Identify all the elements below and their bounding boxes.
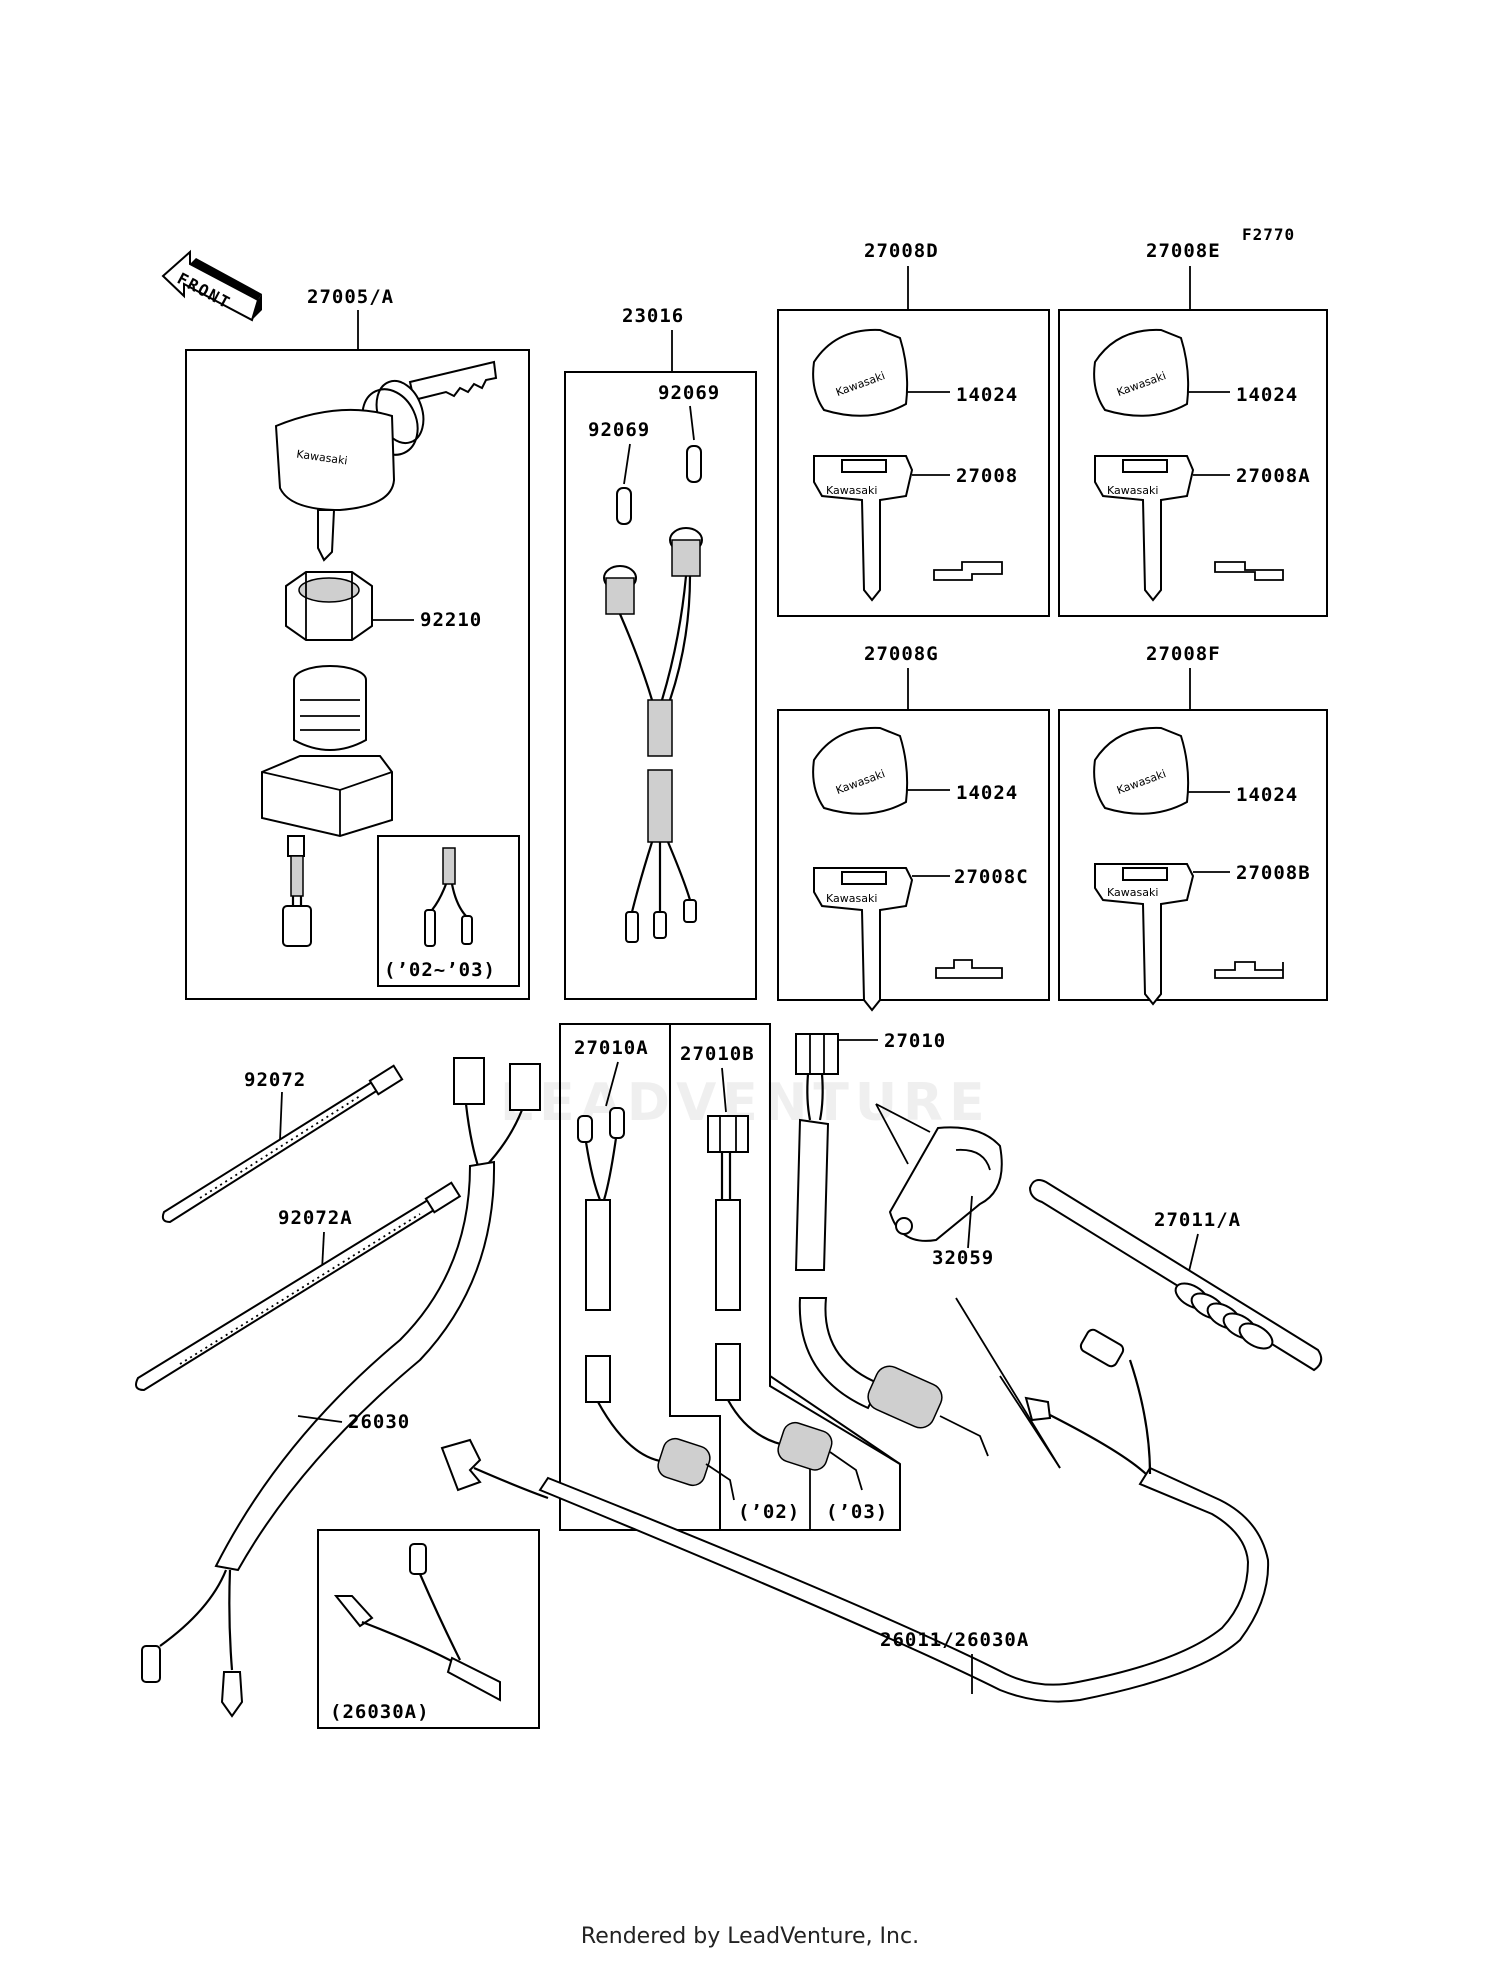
key-icon: Kawasaki (813, 867, 1003, 1012)
lead-wire-icon (603, 527, 703, 943)
label-harness-alt: (26030A) (330, 1701, 430, 1723)
cable-band-icon (135, 1181, 462, 1392)
label-key-set-g: 27008G (864, 643, 939, 665)
long-lead-icon (440, 1328, 1270, 1703)
label-terminal-a: 92069 (658, 382, 720, 404)
harness-alt-frame (317, 1529, 540, 1729)
label-switch: 27010 (884, 1030, 946, 1052)
cable-band-icon (161, 1064, 404, 1224)
protector-tube-icon (1028, 1179, 1323, 1372)
label-key-set-f: 27008F (1146, 643, 1221, 665)
key-cap-icon: Kawasaki (1093, 726, 1190, 815)
key-cap-icon: Kawasaki (812, 726, 909, 815)
switch-body-icon (261, 665, 393, 857)
label-key-e: 27008A (1236, 465, 1311, 487)
switch-connector-icon (282, 855, 312, 947)
main-harness-icon (141, 1057, 541, 1718)
label-harness: 26030 (348, 1411, 410, 1433)
label-year-range: (’02~’03) (384, 959, 496, 981)
label-lead-wire: 23016 (622, 305, 684, 327)
label-cap-f: 14024 (1236, 784, 1298, 806)
key-set-d-frame (777, 309, 1050, 617)
label-key-f: 27008B (1236, 862, 1311, 884)
label-nut: 92210 (420, 609, 482, 631)
key-brand-text: Kawasaki (1107, 886, 1158, 899)
label-terminal-b: 92069 (588, 419, 650, 441)
switch-b-frame (670, 1023, 901, 1531)
label-switch-b: 27010B (680, 1043, 755, 1065)
lead-wire-frame (564, 371, 757, 1000)
label-cap-e: 14024 (1236, 384, 1298, 406)
key-cap-icon: Kawasaki (812, 328, 909, 417)
figure-code: F2770 (1242, 225, 1295, 244)
key-set-f-frame (1058, 709, 1328, 1001)
bracket-icon (888, 1126, 1003, 1242)
year-inset-frame (377, 835, 520, 987)
front-arrow-icon: FRONT (161, 249, 262, 322)
nut-icon (285, 571, 373, 641)
key-brand-text: Kawasaki (826, 484, 877, 497)
key-icon: Kawasaki (1094, 455, 1284, 602)
switch-group-divider (769, 1024, 901, 1465)
terminal-icon (616, 445, 702, 525)
key-cap-icon: Kawasaki (1093, 328, 1190, 417)
year-inset-wires-icon (424, 847, 473, 947)
label-cap-g: 14024 (956, 782, 1018, 804)
label-year-03: (’03) (826, 1501, 888, 1523)
label-bracket: 32059 (932, 1247, 994, 1269)
label-key-set-e: 27008E (1146, 240, 1221, 262)
label-year-02: (’02) (738, 1501, 800, 1523)
label-tube: 27011/A (1154, 1209, 1241, 1231)
brake-switch-a-icon (577, 1107, 735, 1501)
label-band: 92072 (244, 1069, 306, 1091)
label-cap-d: 14024 (956, 384, 1018, 406)
key-set-e-frame (1058, 309, 1328, 617)
label-ignition-switch: 27005/A (307, 286, 394, 308)
label-key-d: 27008 (956, 465, 1018, 487)
ignition-switch-frame (185, 349, 530, 1000)
footer-credit: Rendered by LeadVenture, Inc. (580, 1924, 920, 1949)
key-brand-text: Kawasaki (1107, 484, 1158, 497)
label-key-set-d: 27008D (864, 240, 939, 262)
label-switch-a: 27010A (574, 1037, 649, 1059)
brake-switch-icon (794, 1033, 989, 1457)
brake-switch-b-icon (707, 1115, 863, 1491)
harness-alt-wires-icon (333, 1543, 501, 1702)
key-set-g-frame (777, 709, 1050, 1001)
label-band-a: 92072A (278, 1207, 353, 1229)
key-icon: Kawasaki (813, 455, 1003, 602)
key-icon: Kawasaki (1094, 863, 1284, 1006)
label-key-g: 27008C (954, 866, 1029, 888)
ignition-key-icon: Kawasaki (274, 360, 498, 562)
label-lead: 26011/26030A (880, 1629, 1029, 1651)
key-brand-text: Kawasaki (826, 892, 877, 905)
